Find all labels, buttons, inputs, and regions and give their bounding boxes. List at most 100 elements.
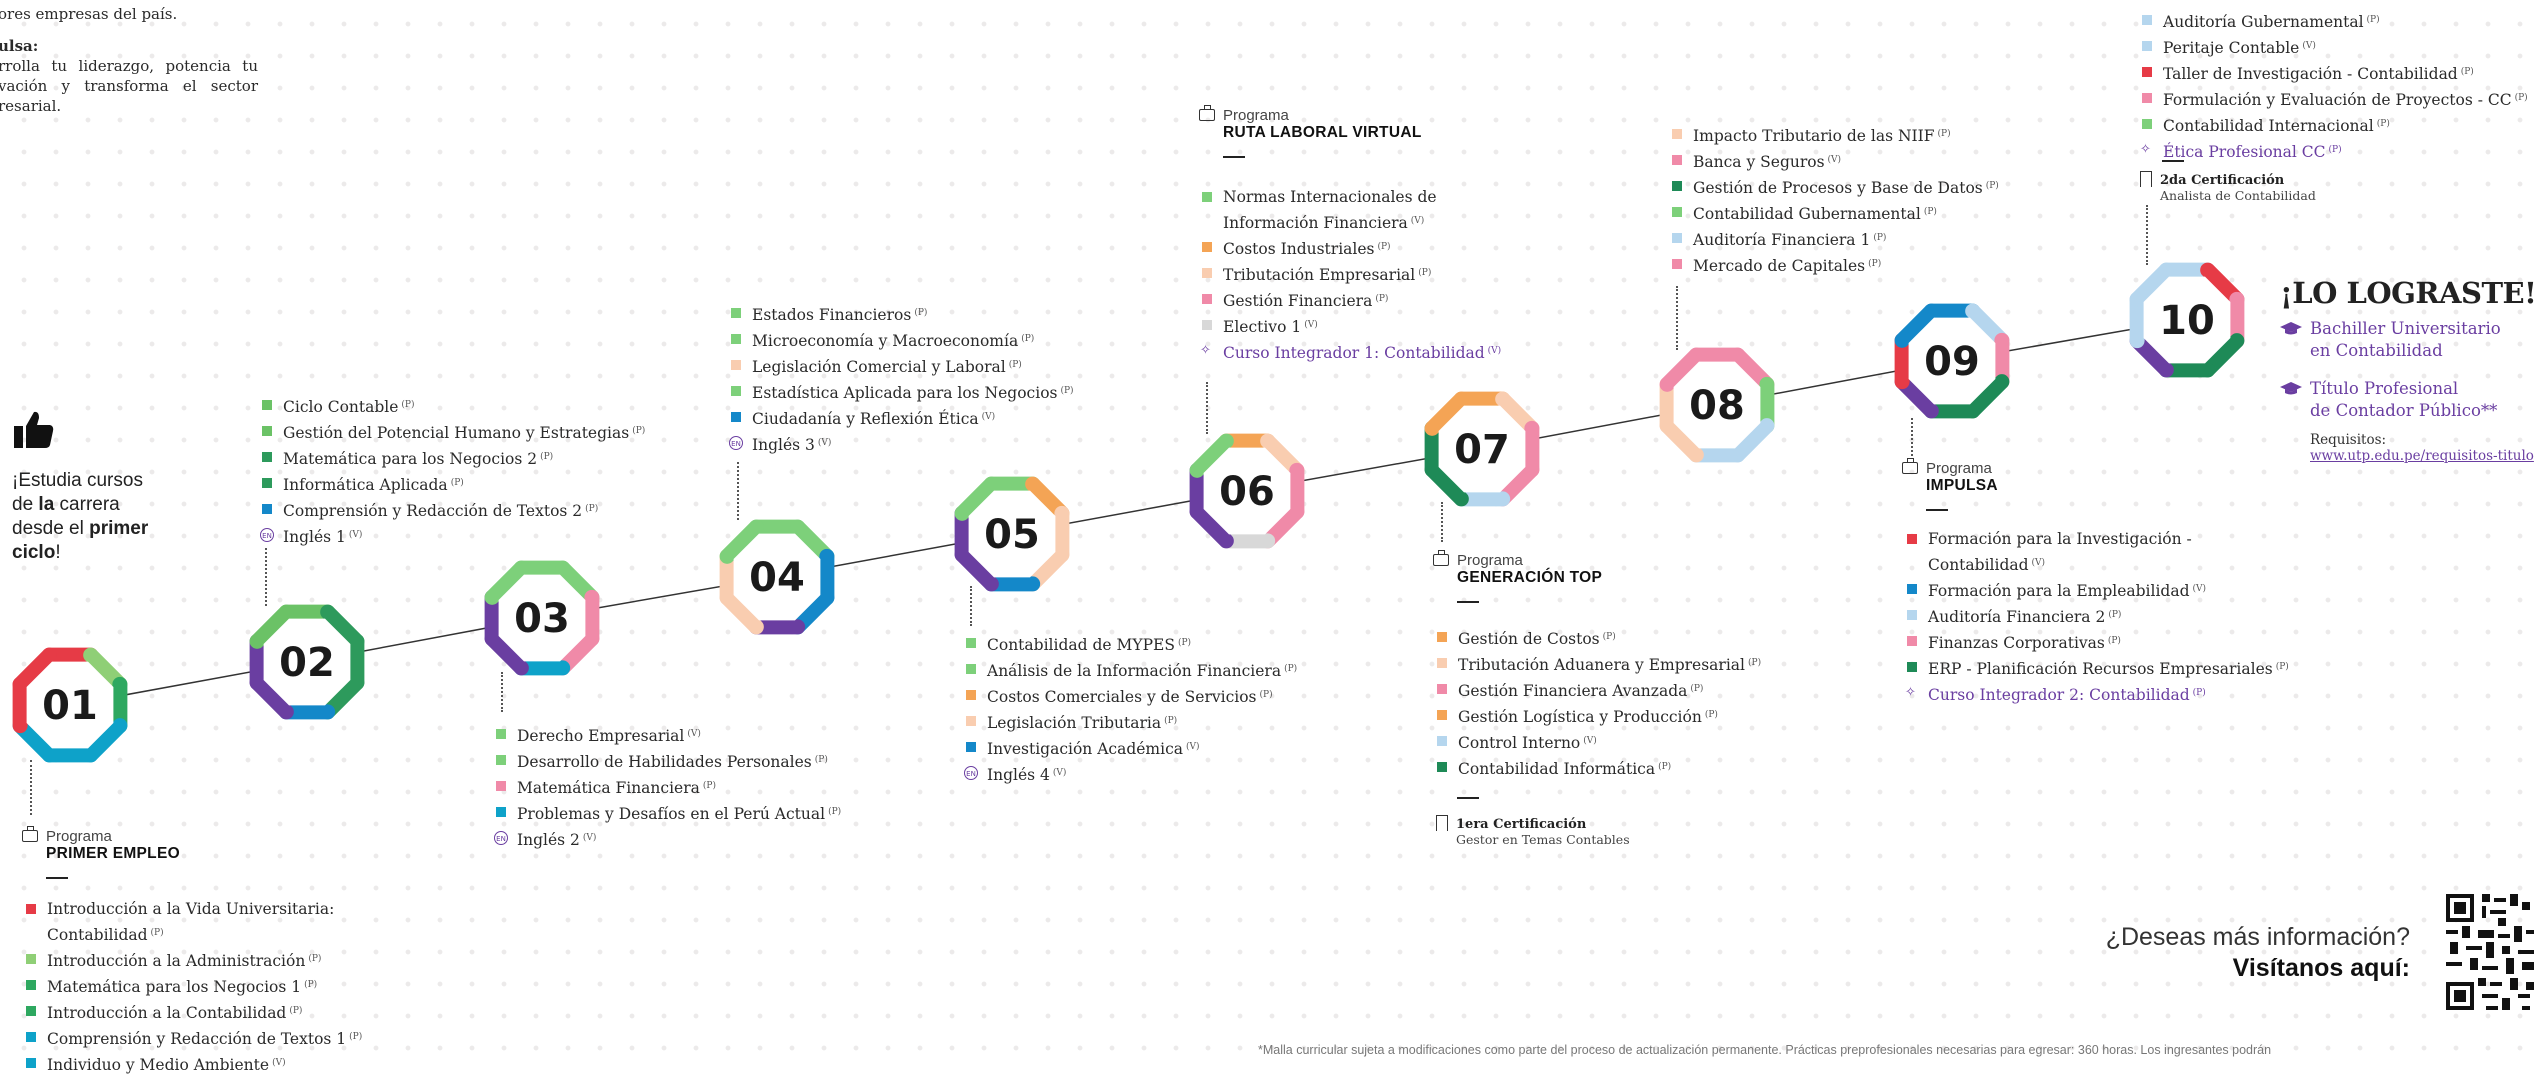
course-item: Individuo y Medio Ambiente(V) xyxy=(26,1051,362,1077)
bullet-square-icon xyxy=(731,360,741,370)
study-line-2: de la carrera xyxy=(12,494,120,515)
course-name: Matemática Financiera xyxy=(517,779,700,797)
intro-text: ores empresas del país. ulsa: rrolla tu … xyxy=(0,4,258,116)
program-name: PRIMER EMPLEO xyxy=(46,845,180,862)
cert-title: 1era Certificación xyxy=(1456,817,1587,832)
english-icon: EN xyxy=(964,766,978,780)
bullet-square-icon xyxy=(496,755,506,765)
course-modality: (P) xyxy=(1375,294,1389,304)
program-impulsa: Programa IMPULSA xyxy=(1902,458,1998,511)
course-item: ✧Curso Integrador 2: Contabilidad(P) xyxy=(1905,681,2289,707)
cycle-number: 10 xyxy=(2159,298,2215,344)
bookmark-icon xyxy=(1436,815,1448,831)
course-name: Microeconomía y Macroeconomía xyxy=(752,332,1019,350)
cycle-8-courses: Impacto Tributario de las NIIF(P)Banca y… xyxy=(1672,122,1999,278)
bullet-square-icon xyxy=(1907,584,1917,594)
course-name: Estadística Aplicada para los Negocios xyxy=(752,384,1058,402)
course-name: Comprensión y Redacción de Textos 1 xyxy=(47,1030,347,1048)
cycle-node-08: 08 xyxy=(1655,343,1779,467)
course-modality: (P) xyxy=(1873,233,1887,243)
course-modality: (V) xyxy=(272,1058,286,1068)
course-item: Control Interno(V) xyxy=(1437,729,1761,755)
course-name: Contabilidad Internacional xyxy=(2163,117,2374,135)
connector xyxy=(2146,205,2148,265)
course-modality: (P) xyxy=(349,1032,363,1042)
course-modality: (P) xyxy=(308,954,322,964)
course-item: Formulación y Evaluación de Proyectos - … xyxy=(2142,86,2528,112)
course-name: Formación para la Investigación - xyxy=(1928,530,2192,548)
course-modality: (V) xyxy=(348,530,363,540)
course-name: Inglés 2 xyxy=(517,831,580,849)
course-modality: (P) xyxy=(1690,684,1704,694)
course-modality: (V) xyxy=(1186,742,1200,752)
course-item: Gestión Financiera(P) xyxy=(1202,287,1501,313)
course-item: Legislación Comercial y Laboral(P) xyxy=(731,353,1074,379)
course-modality: (V) xyxy=(1304,320,1318,330)
course-item: Peritaje Contable(V) xyxy=(2142,34,2528,60)
course-modality: (P) xyxy=(1021,334,1035,344)
course-item: Formación para la Investigación -Contabi… xyxy=(1907,527,2289,577)
cycle-1-courses: Introducción a la Vida Universitaria:Con… xyxy=(26,897,362,1077)
course-name: Costos Comerciales y de Servicios xyxy=(987,688,1257,706)
program-generacion-top: Programa GENERACIÓN TOP xyxy=(1433,550,1602,603)
briefcase-icon xyxy=(1433,550,1449,566)
info-block: ¿Deseas más información? Visítanos aquí: xyxy=(2050,922,2410,984)
course-item: Banca y Seguros(V) xyxy=(1672,148,1999,174)
course-item: Legislación Tributaria(P) xyxy=(966,709,1297,735)
cycle-number: 01 xyxy=(42,683,98,729)
course-name: Introducción a la Contabilidad xyxy=(47,1004,287,1022)
course-name: Ética Profesional CC xyxy=(2163,143,2326,161)
cycle-10-courses: Auditoría Gubernamental(P)Peritaje Conta… xyxy=(2140,8,2528,164)
course-item: Matemática para los Negocios 1(P) xyxy=(26,973,362,999)
course-modality: (V) xyxy=(687,729,701,739)
study-line-3: desde el primer xyxy=(12,518,149,539)
course-name: Introducción a la Vida Universitaria: xyxy=(47,900,335,918)
course-name: Derecho Empresarial xyxy=(517,727,685,745)
course-modality: (P) xyxy=(828,807,842,817)
course-modality: (P) xyxy=(1377,242,1391,252)
bullet-square-icon xyxy=(1437,736,1447,746)
bullet-square-icon xyxy=(26,954,36,964)
course-name: Finanzas Corporativas xyxy=(1928,634,2105,652)
connector xyxy=(970,586,972,626)
course-modality: (P) xyxy=(289,1006,303,1016)
study-block: ¡Estudia cursos de la carrera desde el p… xyxy=(12,408,148,565)
bullet-square-icon xyxy=(1907,610,1917,620)
bullet-square-icon xyxy=(1202,294,1212,304)
connector xyxy=(1911,418,1913,456)
course-modality: (P) xyxy=(1008,360,1022,370)
course-item: Introducción a la Contabilidad(P) xyxy=(26,999,362,1025)
course-modality: (P) xyxy=(2514,93,2528,103)
qr-code[interactable] xyxy=(2446,894,2534,1012)
bullet-square-icon xyxy=(2142,119,2152,129)
briefcase-icon xyxy=(22,826,38,842)
cert-title: 2da Certificación xyxy=(2160,173,2285,188)
course-item: Contabilidad Informática(P) xyxy=(1437,755,1761,781)
bullet-square-icon xyxy=(26,980,36,990)
bullet-square-icon xyxy=(966,690,976,700)
course-item: Taller de Investigación - Contabilidad(P… xyxy=(2142,60,2528,86)
divider xyxy=(1457,797,1479,799)
course-modality: (V) xyxy=(2192,584,2207,594)
program-ruta-laboral: Programa RUTA LABORAL VIRTUAL xyxy=(1199,105,1422,158)
course-item: Problemas y Desafíos en el Perú Actual(P… xyxy=(496,800,841,826)
course-item: Desarrollo de Habilidades Personales(P) xyxy=(496,748,841,774)
bullet-square-icon xyxy=(1672,207,1682,217)
course-modality: (P) xyxy=(2108,610,2122,620)
course-name: Gestión del Potencial Humano y Estrategi… xyxy=(283,424,630,442)
cycle-node-02: 02 xyxy=(245,600,369,724)
study-line-1: ¡Estudia cursos xyxy=(12,470,143,491)
course-modality: (P) xyxy=(450,478,464,488)
course-item: Tributación Aduanera y Empresarial(P) xyxy=(1437,651,1761,677)
course-modality: (P) xyxy=(1177,638,1192,648)
course-item: Auditoría Financiera 1(P) xyxy=(1672,226,1999,252)
course-modality: (P) xyxy=(632,426,646,436)
course-item: Derecho Empresarial(V) xyxy=(496,722,841,748)
requirements-link[interactable]: www.utp.edu.pe/requisitos-titulo xyxy=(2310,448,2534,464)
course-item: Gestión del Potencial Humano y Estrategi… xyxy=(262,419,645,445)
